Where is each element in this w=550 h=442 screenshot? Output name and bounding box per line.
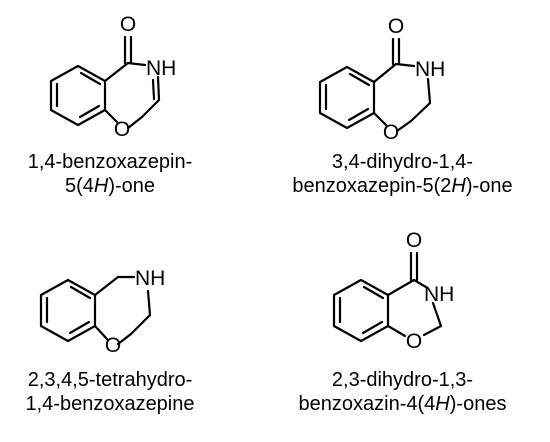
caption-italic-segment: H	[451, 175, 466, 197]
bond	[372, 111, 388, 127]
bond	[426, 77, 432, 105]
caption-segment: )-one	[465, 175, 513, 197]
aromatic-double-bond	[361, 320, 384, 335]
aromatic-double-bond	[69, 285, 92, 300]
ring-oxygen-label: O	[383, 121, 399, 144]
bond	[412, 278, 428, 289]
bond	[129, 313, 152, 336]
caption-line: benzoxazepin-5(2H)-one	[255, 174, 550, 198]
benzene-ring	[318, 65, 376, 130]
caption-line: benzoxazin-4(4H)-ones	[255, 392, 550, 416]
structure-tetrahydro-benzoxazepine: NH O	[39, 267, 165, 357]
caption-segment: benzoxazepin-5(2	[292, 175, 452, 197]
bond	[386, 278, 416, 297]
bond	[146, 289, 152, 317]
ring-double-bond	[151, 78, 156, 101]
caption-italic-segment: H	[435, 393, 450, 415]
bond	[116, 332, 133, 346]
caption-segment: 1,4-benzoxazepin-	[27, 151, 193, 173]
caption-segment: 1,4-benzoxazepine	[25, 393, 195, 415]
bond	[431, 301, 443, 328]
nh-label: NH	[424, 283, 454, 306]
bond	[93, 275, 120, 297]
aromatic-double-bond	[347, 107, 370, 122]
aromatic-double-bond	[362, 285, 385, 300]
aromatic-double-bond	[78, 104, 101, 119]
bond	[394, 62, 416, 68]
compound-name-caption: 1,4-benzoxazepin-5(4H)-one	[0, 150, 220, 198]
bond	[409, 101, 432, 123]
structure-dihydro-benzoxazepinone: O NH O	[318, 15, 445, 144]
bond	[126, 61, 147, 67]
caption-italic-segment: H	[93, 175, 109, 197]
aromatic-double-bond	[68, 320, 91, 335]
bond	[93, 324, 109, 341]
carbonyl-oxygen-label: O	[388, 15, 404, 38]
bond	[140, 98, 161, 119]
ring-oxygen-label: O	[406, 330, 422, 353]
caption-line: 3,4-dihydro-1,4-	[255, 150, 550, 174]
aromatic-double-bond	[79, 71, 102, 86]
caption-segment: 2,3-dihydro-1,3-	[331, 369, 474, 391]
caption-segment: 3,4-dihydro-1,4-	[331, 151, 474, 173]
compound-name-caption: 2,3,4,5-tetrahydro-1,4-benzoxazepine	[0, 368, 220, 416]
ring-oxygen-label: O	[105, 334, 121, 357]
benzene-ring	[39, 278, 97, 343]
compound-name-caption: 3,4-dihydro-1,4-benzoxazepin-5(2H)-one	[255, 150, 550, 198]
bond	[103, 61, 130, 83]
caption-line: 1,4-benzoxazepine	[0, 392, 220, 416]
bond	[395, 119, 413, 133]
caption-segment: benzoxazin-4(4	[298, 393, 436, 415]
benzene-ring	[49, 64, 107, 127]
carbonyl-oxygen-label: O	[406, 229, 422, 252]
bond	[126, 115, 144, 130]
bond	[422, 324, 443, 337]
aromatic-double-bond	[348, 72, 371, 87]
caption-line: 1,4-benzoxazepin-	[0, 150, 220, 174]
bond	[156, 75, 161, 102]
caption-line: 5(4H)-one	[0, 174, 220, 198]
carbonyl-oxygen-label: O	[120, 13, 136, 36]
caption-line: 2,3-dihydro-1,3-	[255, 368, 550, 392]
nh-label: NH	[135, 267, 165, 290]
caption-segment: )-ones	[449, 393, 507, 415]
structure-benzoxazepinone: O NH O	[49, 13, 176, 141]
caption-segment: 2,3,4,5-tetrahydro-	[27, 369, 193, 391]
structure-dihydro-benzoxazinone: O NH O	[332, 229, 454, 353]
nh-label: NH	[415, 58, 445, 81]
bond	[372, 62, 398, 84]
bond	[386, 324, 407, 338]
caption-segment: )-one	[108, 175, 156, 197]
benzene-ring	[332, 278, 390, 343]
caption-segment: 5(4	[64, 175, 94, 197]
compound-name-caption: 2,3-dihydro-1,3-benzoxazin-4(4H)-ones	[255, 368, 550, 416]
ring-oxygen-label: O	[114, 118, 130, 141]
nh-label: NH	[146, 57, 176, 80]
caption-line: 2,3,4,5-tetrahydro-	[0, 368, 220, 392]
bond	[103, 108, 119, 124]
